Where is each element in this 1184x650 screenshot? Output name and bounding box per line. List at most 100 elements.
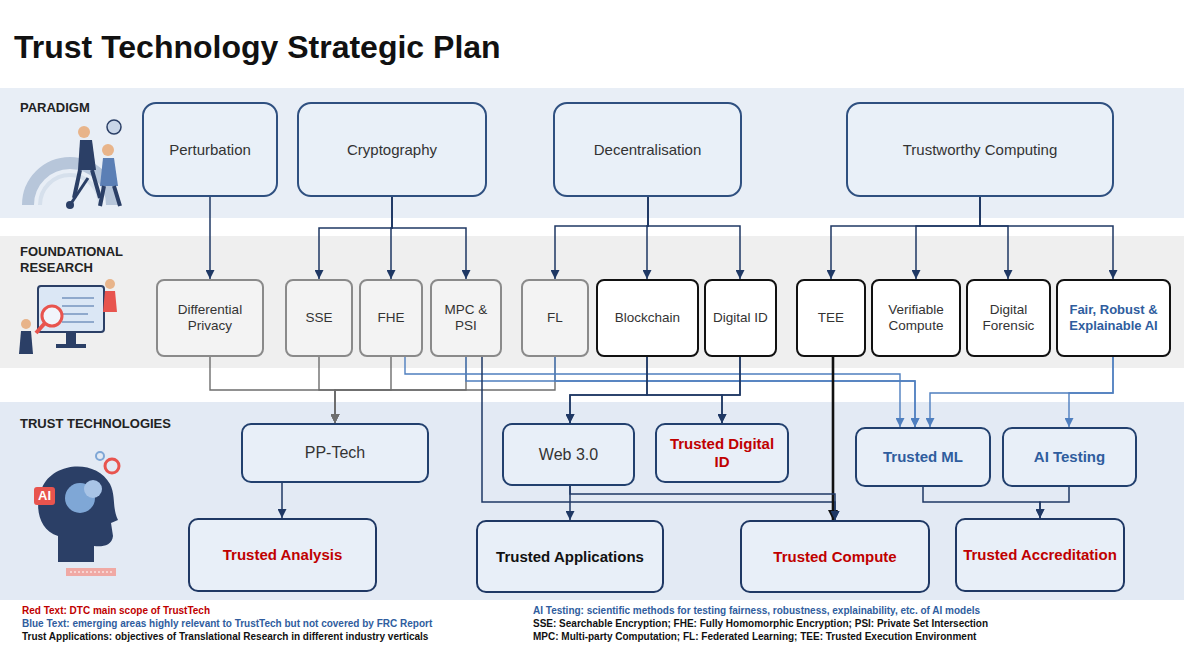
connector-arrow bbox=[1040, 487, 1069, 518]
footnote: SSE: Searchable Encryption; FHE: Fully H… bbox=[533, 618, 988, 630]
person-body bbox=[19, 331, 33, 354]
research-box: FHE bbox=[359, 279, 423, 357]
box-label: Trusted Accreditation bbox=[963, 546, 1117, 564]
technology-box: Trusted Digital ID bbox=[655, 423, 789, 483]
research-box: Differential Privacy bbox=[156, 279, 264, 357]
connector-arrow bbox=[466, 357, 915, 427]
box-label: Web 3.0 bbox=[510, 445, 627, 464]
outcome-box: Trusted Compute bbox=[740, 520, 930, 593]
box-label: Decentralisation bbox=[561, 141, 734, 159]
connector-arrow bbox=[923, 487, 1040, 518]
connector-arrow bbox=[392, 197, 466, 279]
head-profile bbox=[38, 466, 118, 562]
box-label: Cryptography bbox=[305, 141, 479, 159]
band-label: FOUNDATIONAL RESEARCH bbox=[20, 244, 148, 275]
brain bbox=[84, 480, 102, 498]
research-box: MPC & PSI bbox=[430, 279, 502, 357]
box-label: FHE bbox=[367, 310, 415, 326]
connector-arrow bbox=[209, 197, 211, 279]
box-label: Trusted Digital ID bbox=[663, 435, 781, 471]
screen-stand bbox=[66, 332, 76, 344]
box-label: TEE bbox=[804, 310, 858, 326]
gauge-arc bbox=[28, 163, 112, 205]
illustration-text: AI bbox=[34, 487, 55, 505]
person-head bbox=[105, 279, 115, 289]
outcome-box: Trusted Analysis bbox=[188, 518, 377, 592]
box-label: Trustworthy Computing bbox=[854, 141, 1106, 159]
device-bar-marks bbox=[70, 572, 112, 573]
research-box: FL bbox=[521, 279, 589, 357]
person-body bbox=[78, 140, 96, 170]
box-label: Digital ID bbox=[712, 310, 769, 326]
gauge-hub bbox=[66, 201, 74, 209]
research-box: Verifiable Compute bbox=[871, 279, 961, 357]
technology-box: Web 3.0 bbox=[502, 423, 635, 486]
box-label: Digital Forensic bbox=[974, 302, 1043, 334]
outcome-box: Trusted Accreditation bbox=[955, 518, 1125, 592]
technology-box: PP-Tech bbox=[241, 423, 429, 483]
connector-arrow bbox=[335, 357, 555, 423]
box-label: AI Testing bbox=[1010, 448, 1129, 466]
ai-illustration bbox=[38, 452, 119, 576]
research-box: SSE bbox=[285, 279, 353, 357]
person-head bbox=[78, 126, 90, 138]
research-box: Blockchain bbox=[596, 279, 699, 357]
connector-arrow bbox=[319, 357, 335, 423]
band-ground bbox=[0, 88, 1184, 218]
device-bar bbox=[66, 568, 116, 576]
footnote: Red Text: DTC main scope of TrustTech bbox=[22, 605, 210, 617]
footnote: AI Testing: scientific methods for testi… bbox=[533, 605, 980, 617]
connector-arrow bbox=[647, 357, 722, 423]
connector-arrow bbox=[555, 197, 648, 279]
box-label: Fair, Robust & Explainable AI bbox=[1064, 302, 1163, 333]
diagram-title: Trust Technology Strategic Plan bbox=[14, 30, 501, 65]
paradigm-box: Perturbation bbox=[142, 102, 278, 197]
connector-arrow bbox=[980, 197, 1008, 279]
connectors bbox=[210, 197, 1113, 520]
band-panel: TRUST TECHNOLOGIESPP-TechWeb 3.0Trusted … bbox=[0, 402, 1184, 600]
screen bbox=[38, 286, 104, 332]
connector-arrow bbox=[210, 357, 335, 423]
connector-arrow bbox=[319, 197, 392, 279]
paradigm-box: Decentralisation bbox=[553, 102, 742, 197]
footnote: Blue Text: emerging areas highly relevan… bbox=[22, 618, 432, 630]
band-label: TRUST TECHNOLOGIES bbox=[20, 416, 210, 432]
box-label: Trusted ML bbox=[863, 448, 983, 466]
connector-arrow bbox=[831, 197, 980, 279]
box-label: PP-Tech bbox=[249, 443, 421, 462]
connector-arrow bbox=[482, 357, 835, 520]
connector-arrow bbox=[832, 357, 835, 520]
person-legs bbox=[74, 170, 100, 198]
gear bbox=[105, 459, 119, 473]
technology-box: Trusted ML bbox=[855, 427, 991, 487]
connector-arrow bbox=[930, 357, 1113, 427]
research-box: Digital Forensic bbox=[966, 279, 1051, 357]
band-grounds bbox=[0, 88, 1184, 600]
technology-box: AI Testing bbox=[1002, 427, 1137, 487]
person-head bbox=[102, 144, 114, 156]
screen-base bbox=[56, 344, 86, 348]
connector-arrow bbox=[570, 486, 835, 520]
research-box: TEE bbox=[796, 279, 866, 357]
connector-arrow bbox=[570, 357, 647, 423]
connector-arrow bbox=[916, 197, 980, 279]
research-illustration bbox=[19, 279, 117, 354]
band-panel: PARADIGMPerturbationCryptographyDecentra… bbox=[0, 88, 1184, 218]
light-bulb bbox=[107, 120, 121, 134]
outcome-box: Trusted Applications bbox=[476, 520, 664, 593]
research-box: Digital ID bbox=[704, 279, 777, 357]
band-ground bbox=[0, 402, 1184, 600]
screen-lines bbox=[62, 298, 94, 322]
paradigm-box: Trustworthy Computing bbox=[846, 102, 1114, 197]
gauge-inner-arc bbox=[40, 175, 100, 205]
connector-arrow bbox=[1069, 357, 1113, 427]
person-body bbox=[103, 291, 117, 312]
magnifier-handle bbox=[36, 323, 45, 333]
box-label: Trusted Compute bbox=[748, 548, 922, 566]
box-label: Perturbation bbox=[150, 141, 270, 159]
footnote: Trust Applications: objectives of Transl… bbox=[22, 631, 428, 643]
connector-arrow bbox=[555, 357, 915, 427]
connector-arrow bbox=[570, 357, 740, 423]
band-panel: FOUNDATIONAL RESEARCH Differential Privac… bbox=[0, 236, 1184, 368]
